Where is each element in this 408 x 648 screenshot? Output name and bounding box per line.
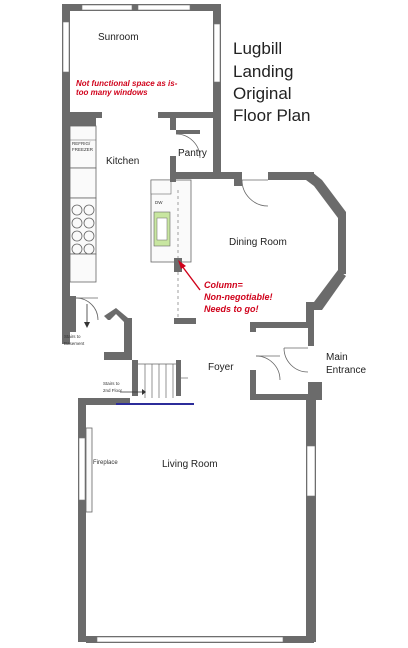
basement-stairs-label-2: Basement: [64, 341, 85, 346]
refrigerator-label-1: REFRIG/: [72, 141, 91, 146]
column-note-line-2: Non-negotiable!: [204, 292, 273, 302]
title-line-4: Floor Plan: [233, 106, 310, 125]
sunroom-walls: [62, 4, 221, 118]
title-line-2: Landing: [233, 62, 294, 81]
fireplace: [85, 427, 93, 513]
dining-door-swing: [241, 179, 269, 207]
entrance-door: [255, 347, 309, 381]
sunroom-note-line-2: too many windows: [76, 88, 148, 97]
basement-stairs: [70, 296, 132, 360]
room-label-foyer: Foyer: [208, 362, 234, 373]
refrigerator: [69, 125, 97, 169]
stove-burners: [71, 204, 95, 255]
basement-stairs-label-1: Stairs to: [64, 334, 81, 339]
dishwasher-label: DW: [155, 200, 163, 205]
second-floor-stairs: [120, 360, 188, 398]
sunroom-note-line-1: Not functional space as is-: [76, 79, 178, 88]
room-label-pantry: Pantry: [178, 148, 207, 159]
kitchen-partition: [174, 318, 196, 324]
kitchen-counter: [69, 167, 97, 283]
room-label-living-room: Living Room: [162, 459, 218, 470]
pantry-walls: [170, 116, 240, 182]
sunroom-windows: [62, 4, 221, 83]
living-room-windows: [78, 437, 316, 643]
living-room-walls: [78, 398, 316, 643]
kitchen-walls: [62, 112, 96, 344]
kitchen-island: [150, 179, 192, 263]
second-floor-stairs-label-2: 2nd Floor: [103, 388, 123, 393]
pantry-door-swing: [175, 133, 201, 159]
column: [174, 258, 182, 272]
room-label-kitchen: Kitchen: [106, 156, 139, 167]
column-note-line-1: Column=: [204, 280, 243, 290]
fireplace-label: Fireplace: [93, 460, 118, 466]
room-label-sunroom: Sunroom: [98, 32, 139, 43]
room-label-main-entrance-2: Entrance: [326, 365, 366, 376]
title-line-1: Lugbill: [233, 39, 282, 58]
column-note-line-3: Needs to go!: [204, 304, 259, 314]
refrigerator-label-2: FREEZER: [72, 147, 94, 152]
room-label-dining-room: Dining Room: [229, 237, 287, 248]
foyer-walls: [250, 302, 322, 400]
title-line-3: Original: [233, 84, 292, 103]
second-floor-stairs-label-1: Stairs to: [103, 381, 120, 386]
room-label-main-entrance-1: Main: [326, 352, 348, 363]
column-arrow: [178, 260, 201, 291]
